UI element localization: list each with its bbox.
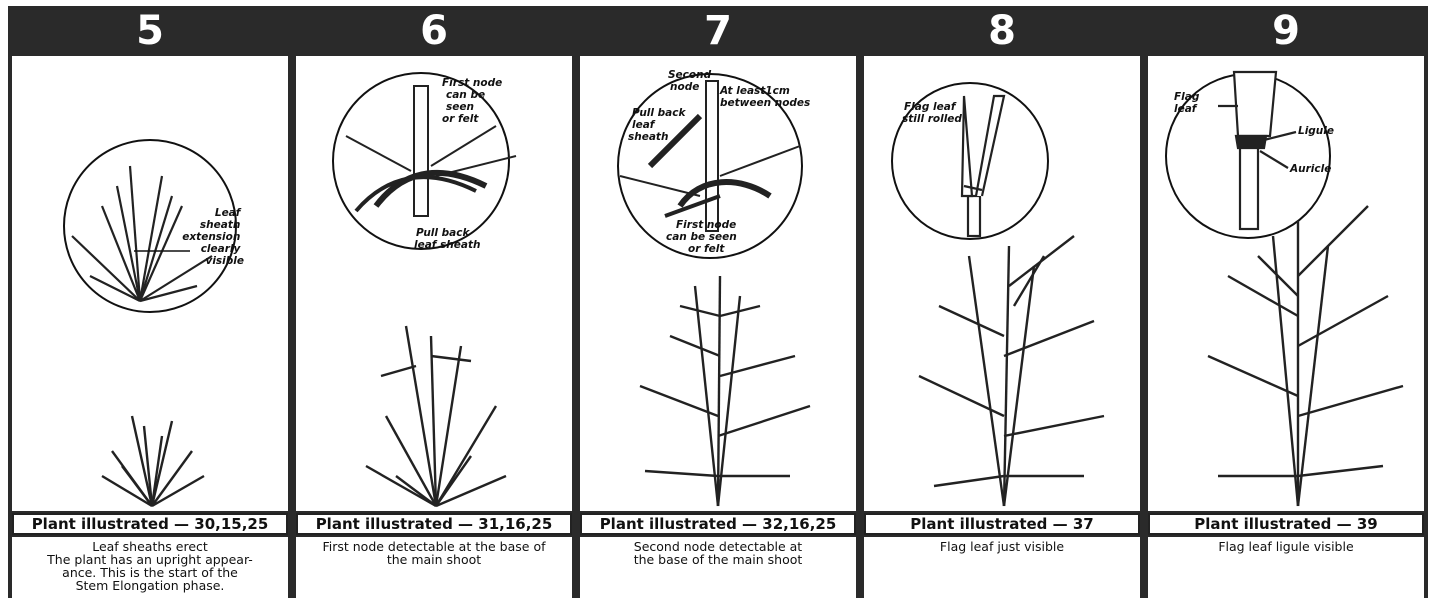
stage-description: Leaf sheaths erect The plant has an upri… (12, 537, 288, 598)
callout-text: Flag (1174, 91, 1200, 103)
callout-text: still rolled (902, 113, 962, 125)
callout-text: At least1cm (719, 85, 790, 97)
stage-8-panel: 8 Flag leaf still rolled (860, 6, 1144, 598)
callout-text: Pull back (632, 107, 686, 119)
stage-7-illustration: Second node At least1cm between nodes Pu… (580, 56, 856, 511)
plant-illustrated-label: Plant illustrated — 39 (1148, 513, 1424, 535)
callout-text: First node (676, 219, 736, 231)
stage-8-drawing: Flag leaf still rolled (864, 56, 1140, 511)
callout-text: or felt (442, 113, 479, 125)
stage-number: 6 (292, 8, 576, 54)
plant-drawing (640, 276, 810, 506)
stage-5-panel: 5 Leaf sheath extension clearly visible (8, 6, 292, 598)
callout-text: leaf sheath (414, 239, 480, 251)
stage-description: Flag leaf just visible (864, 537, 1140, 598)
callout-text: or felt (688, 243, 725, 255)
callout-text: can be seen (666, 231, 737, 243)
plant-drawing (366, 326, 506, 506)
stage-6-illustration: First node can be seen or felt Pull back… (296, 56, 572, 511)
callout-text: Ligule (1298, 125, 1334, 137)
stage-number: 9 (1144, 8, 1428, 54)
callout-text: leaf (1174, 103, 1198, 115)
stage-7-drawing: Second node At least1cm between nodes Pu… (580, 56, 856, 511)
callout-text: Auricle (1289, 163, 1331, 175)
callout-text: can be (446, 89, 485, 101)
stage-number: 8 (860, 8, 1144, 54)
stage-description: Flag leaf ligule visible (1148, 537, 1424, 598)
stage-5-drawing: Leaf sheath extension clearly visible (12, 56, 288, 511)
plant-drawing (102, 416, 204, 506)
callout-text: between nodes (720, 97, 810, 109)
callout-text: extension (182, 231, 240, 243)
callout-text: clearly (201, 243, 242, 255)
callout-text: sheath (628, 131, 668, 143)
growth-stage-chart: 5 Leaf sheath extension clearly visible (8, 6, 1428, 598)
stage-8-illustration: Flag leaf still rolled (864, 56, 1140, 511)
callout-text: leaf (632, 119, 656, 131)
plant-drawing (1208, 206, 1403, 506)
callout-text: Flag leaf (904, 101, 957, 113)
stage-number: 7 (576, 8, 860, 54)
stage-6-panel: 6 First node can be seen or felt Pull ba… (292, 6, 576, 598)
callout-text: visible (205, 255, 244, 267)
callout-text: Pull back (416, 227, 470, 239)
callout-text: node (670, 81, 699, 93)
stage-9-drawing: Flag leaf Ligule Auricle (1148, 56, 1424, 511)
callout-text: sheath (200, 219, 240, 231)
stage-9-illustration: Flag leaf Ligule Auricle (1148, 56, 1424, 511)
plant-illustrated-label: Plant illustrated — 30,15,25 (12, 513, 288, 535)
plant-drawing (919, 236, 1104, 506)
stage-description: Second node detectable at the base of th… (580, 537, 856, 598)
stage-5-illustration: Leaf sheath extension clearly visible (12, 56, 288, 511)
plant-illustrated-label: Plant illustrated — 31,16,25 (296, 513, 572, 535)
stage-6-drawing: First node can be seen or felt Pull back… (296, 56, 572, 511)
svg-text:Flag leaf still roll: Flag leaf still rolled (902, 101, 962, 125)
stage-9-panel: 9 Flag leaf Ligule Auricle (1144, 6, 1428, 598)
callout-text: Leaf (215, 207, 242, 219)
plant-illustrated-label: Plant illustrated — 32,16,25 (580, 513, 856, 535)
callout-text: First node (442, 77, 502, 89)
plant-illustrated-label: Plant illustrated — 37 (864, 513, 1140, 535)
stage-number: 5 (8, 8, 292, 54)
callout-text: Second (668, 69, 712, 81)
stage-7-panel: 7 Second node At least1cm between nodes (576, 6, 860, 598)
stage-description: First node detectable at the base of the… (296, 537, 572, 598)
callout-text: seen (446, 101, 474, 113)
